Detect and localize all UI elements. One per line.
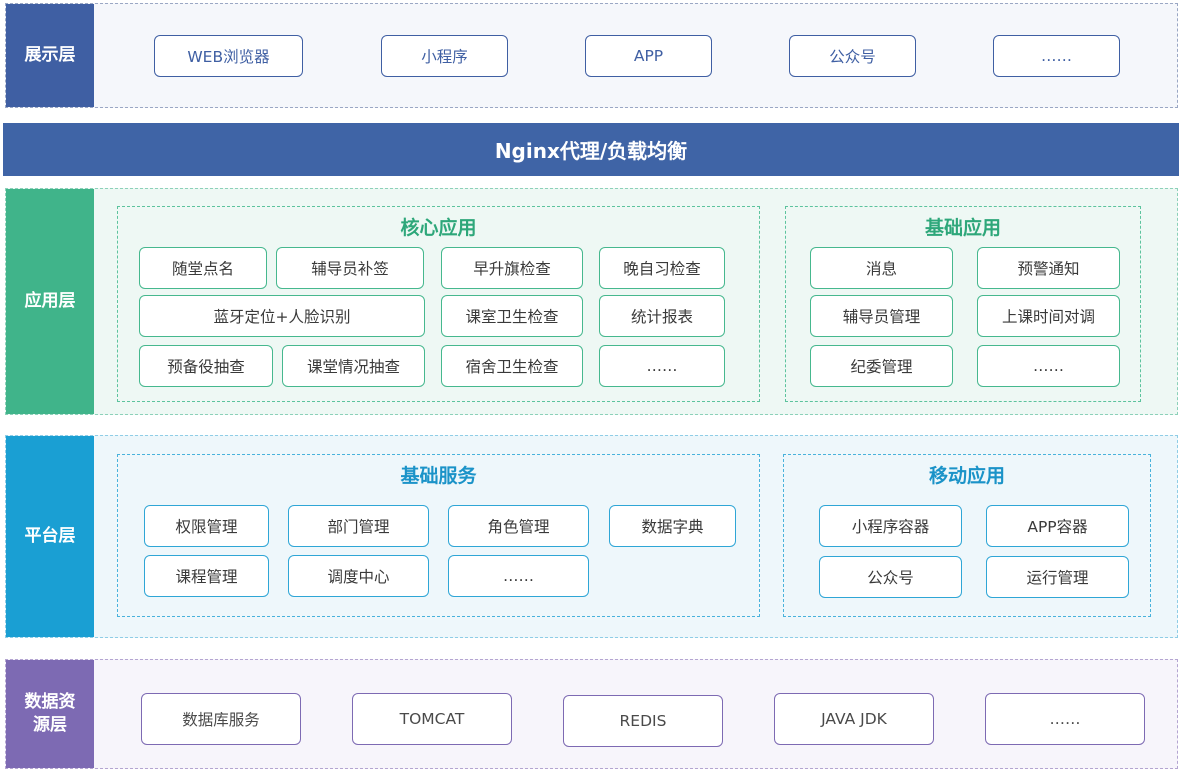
basic-app-item: 预警通知: [977, 247, 1120, 289]
mobile-app-item: APP容器: [986, 505, 1129, 547]
basic-services-title: 基础服务: [400, 465, 477, 487]
core-apps-group: 核心应用 随堂点名 辅导员补签 早升旗检查 晚自习检查 蓝牙定位+人脸识别 课室…: [117, 206, 760, 402]
presentation-item-more: ……: [993, 35, 1120, 77]
platform-layer: 平台层 基础服务 权限管理 部门管理 角色管理 数据字典 课程管理 调度中心 ……: [5, 435, 1178, 638]
mobile-apps-group: 移动应用 小程序容器 APP容器 公众号 运行管理: [783, 454, 1151, 617]
data-item-java-jdk: JAVA JDK: [774, 693, 934, 745]
basic-app-item: 上课时间对调: [977, 295, 1120, 337]
application-layer: 应用层 核心应用 随堂点名 辅导员补签 早升旗检查 晚自习检查 蓝牙定位+人脸识…: [5, 188, 1178, 415]
presentation-layer-label: 展示层: [6, 4, 94, 107]
data-item-more: ……: [985, 693, 1145, 745]
presentation-item-web-browser: WEB浏览器: [154, 35, 303, 77]
core-app-item: ……: [599, 345, 725, 387]
presentation-layer: 展示层 WEB浏览器 小程序 APP 公众号 ……: [5, 3, 1178, 108]
service-item: 权限管理: [144, 505, 269, 547]
basic-apps-title: 基础应用: [924, 217, 1001, 239]
service-item: 课程管理: [144, 555, 269, 597]
service-item: ……: [448, 555, 589, 597]
data-resource-layer-label-line: 数据资: [24, 692, 76, 712]
data-resource-layer: 数据资 源层 数据库服务 TOMCAT REDIS JAVA JDK ……: [5, 659, 1178, 769]
service-item: 调度中心: [288, 555, 429, 597]
application-layer-label: 应用层: [6, 189, 94, 414]
core-app-item: 早升旗检查: [441, 247, 583, 289]
core-app-item: 晚自习检查: [599, 247, 725, 289]
data-resource-layer-label-line: 源层: [33, 715, 67, 735]
presentation-item-app: APP: [585, 35, 712, 77]
presentation-item-mini-program: 小程序: [381, 35, 508, 77]
data-item-redis: REDIS: [563, 695, 723, 747]
core-app-item: 预备役抽查: [139, 345, 273, 387]
presentation-item-official-account: 公众号: [789, 35, 916, 77]
core-app-item: 课室卫生检查: [441, 295, 583, 337]
core-app-item: 课堂情况抽查: [282, 345, 425, 387]
core-app-item: 辅导员补签: [276, 247, 424, 289]
mobile-app-item: 小程序容器: [819, 505, 962, 547]
core-apps-title: 核心应用: [400, 217, 477, 239]
platform-layer-label: 平台层: [6, 436, 94, 637]
core-app-item: 随堂点名: [139, 247, 267, 289]
core-app-item: 宿舍卫生检查: [441, 345, 583, 387]
basic-app-item: 辅导员管理: [810, 295, 953, 337]
service-item: 角色管理: [448, 505, 589, 547]
core-app-item: 蓝牙定位+人脸识别: [139, 295, 425, 337]
nginx-load-balancer-bar: Nginx代理/负载均衡: [3, 123, 1179, 176]
data-item-database-service: 数据库服务: [141, 693, 301, 745]
mobile-apps-title: 移动应用: [928, 465, 1005, 487]
data-resource-layer-label: 数据资 源层: [6, 660, 94, 768]
data-item-tomcat: TOMCAT: [352, 693, 512, 745]
basic-app-item: 纪委管理: [810, 345, 953, 387]
service-item: 数据字典: [609, 505, 736, 547]
basic-app-item: 消息: [810, 247, 953, 289]
basic-app-item: ……: [977, 345, 1120, 387]
basic-services-group: 基础服务 权限管理 部门管理 角色管理 数据字典 课程管理 调度中心 ……: [117, 454, 760, 617]
mobile-app-item: 公众号: [819, 556, 962, 598]
mobile-app-item: 运行管理: [986, 556, 1129, 598]
service-item: 部门管理: [288, 505, 429, 547]
basic-apps-group: 基础应用 消息 预警通知 辅导员管理 上课时间对调 纪委管理 ……: [785, 206, 1141, 402]
core-app-item: 统计报表: [599, 295, 725, 337]
